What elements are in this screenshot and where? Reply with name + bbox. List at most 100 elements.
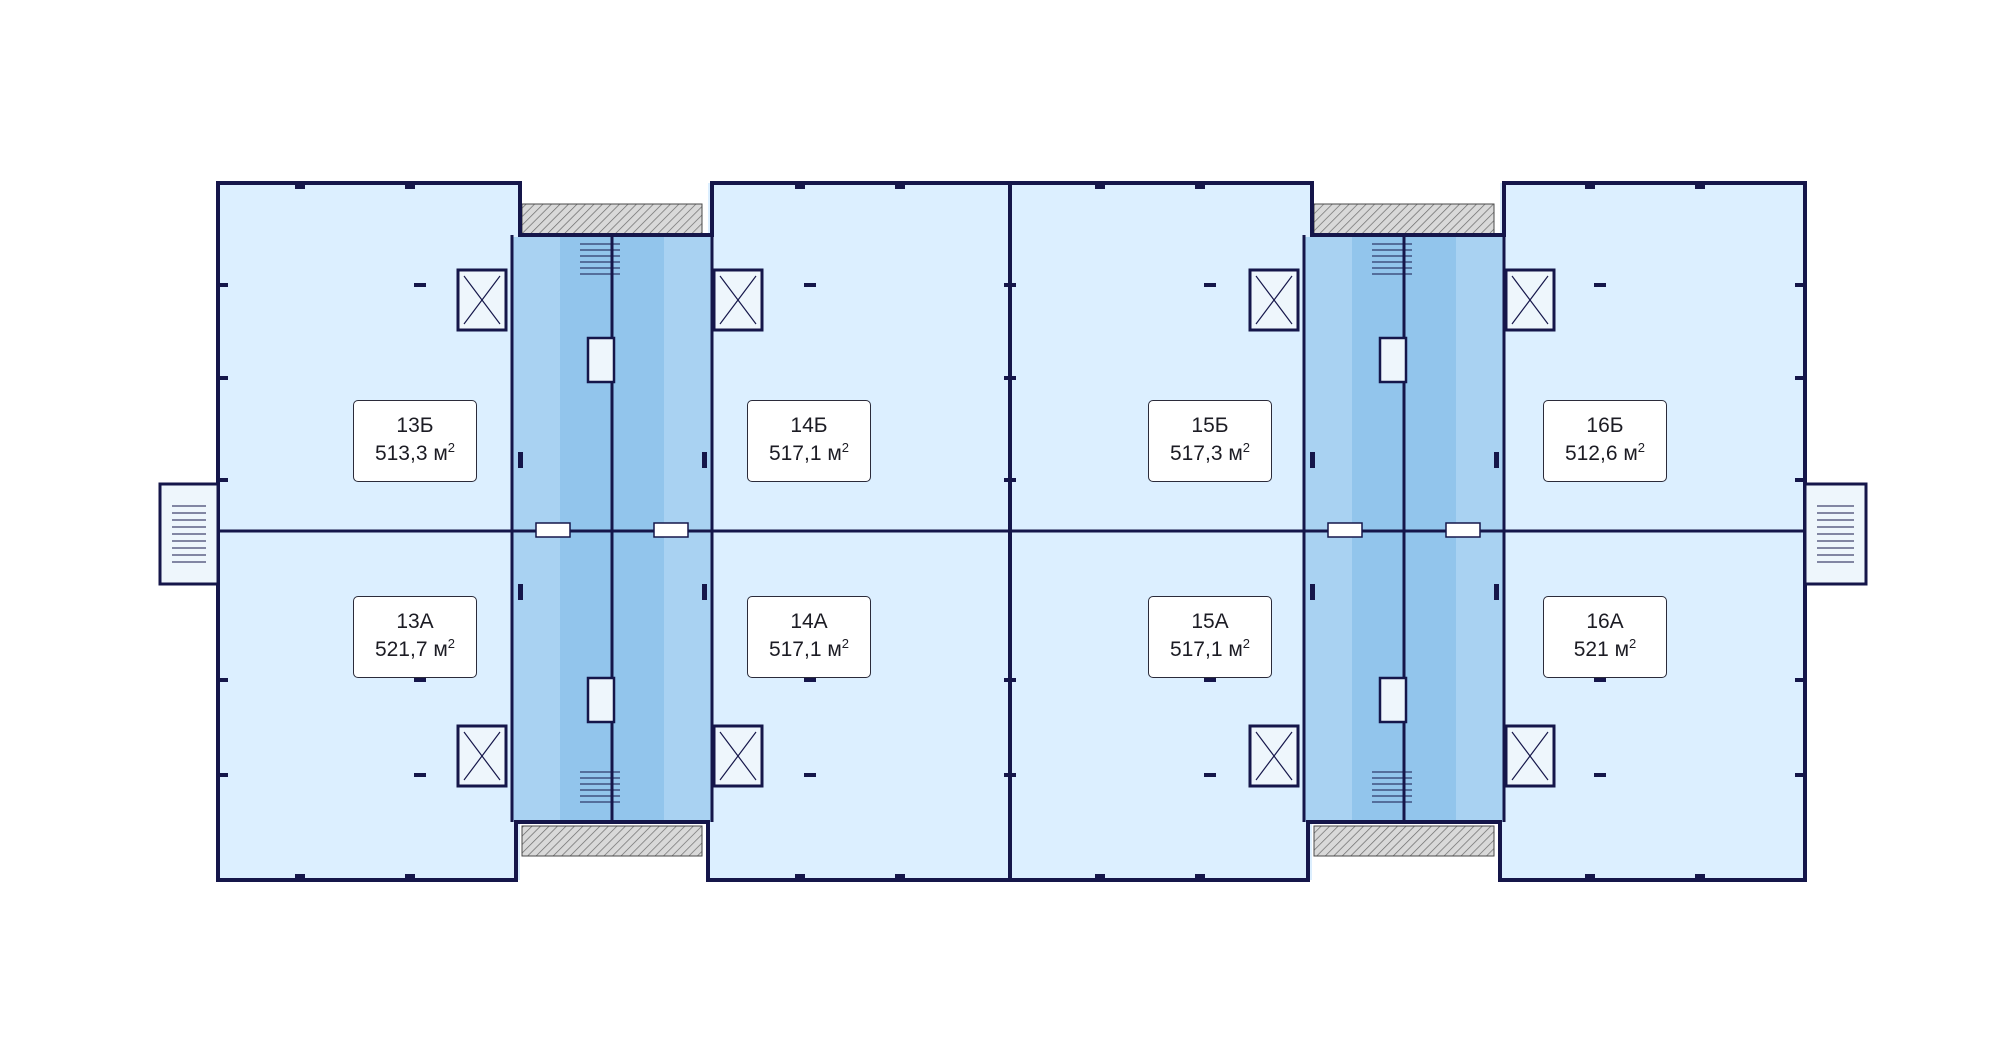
shaft-cross: [719, 731, 757, 781]
column: [414, 773, 426, 777]
shaft-cross: [463, 731, 501, 781]
column: [1004, 478, 1016, 482]
column: [218, 283, 228, 287]
column: [804, 773, 816, 777]
column: [1795, 478, 1805, 482]
column: [1585, 185, 1595, 189]
equipment-strip-top: [521, 203, 703, 235]
equipment-strip-bottom: [1313, 825, 1495, 857]
unit-id: 15А: [1191, 610, 1229, 633]
shaft-cross: [463, 275, 501, 325]
unit-label-16a[interactable]: 16А 521 м2: [1543, 596, 1667, 678]
unit-area: 517,3 м2: [1169, 440, 1251, 465]
unit-area: 513,3 м2: [374, 440, 456, 465]
column: [1095, 874, 1105, 878]
column: [518, 452, 523, 468]
column: [702, 452, 707, 468]
unit-area: 521 м2: [1573, 636, 1637, 661]
column: [895, 185, 905, 189]
walls: [216, 181, 1807, 882]
shaft-cross: [1255, 731, 1293, 781]
column: [405, 874, 415, 878]
column: [295, 185, 305, 189]
unit-area: 517,1 м2: [1169, 636, 1251, 661]
column: [1695, 185, 1705, 189]
unit-label-13b[interactable]: 13Б 513,3 м2: [353, 400, 477, 482]
column: [1310, 452, 1315, 468]
column: [414, 283, 426, 287]
lift-cabin: [1378, 336, 1408, 384]
column: [1695, 874, 1705, 878]
unit-label-16b[interactable]: 16Б 512,6 м2: [1543, 400, 1667, 482]
column: [1310, 584, 1315, 600]
shaft-cross: [1511, 731, 1549, 781]
column: [1204, 773, 1216, 777]
equipment-strip-top: [1313, 203, 1495, 235]
unit-id: 13А: [396, 610, 434, 633]
column: [804, 678, 816, 682]
lift-cabin: [586, 676, 616, 724]
column: [1195, 185, 1205, 189]
sanitary-block: [1445, 522, 1481, 538]
column: [1795, 376, 1805, 380]
column: [1004, 283, 1016, 287]
sanitary-block: [653, 522, 689, 538]
unit-id: 14Б: [790, 414, 828, 437]
unit-id: 14А: [790, 610, 828, 633]
shaft-cross: [1255, 275, 1293, 325]
column: [1594, 678, 1606, 682]
column: [1494, 584, 1499, 600]
column: [1795, 678, 1805, 682]
column: [795, 185, 805, 189]
lift-cabin: [586, 336, 616, 384]
unit-label-13a[interactable]: 13А 521,7 м2: [353, 596, 477, 678]
column: [1585, 874, 1595, 878]
column: [218, 376, 228, 380]
column: [1095, 185, 1105, 189]
column: [1004, 678, 1016, 682]
unit-label-15b[interactable]: 15Б 517,3 м2: [1148, 400, 1272, 482]
column: [1004, 773, 1016, 777]
sanitary-block: [1327, 522, 1363, 538]
column: [702, 584, 707, 600]
unit-label-14b[interactable]: 14Б 517,1 м2: [747, 400, 871, 482]
unit-id: 16Б: [1586, 414, 1624, 437]
column: [1594, 773, 1606, 777]
column: [218, 678, 228, 682]
shaft-cross: [1511, 275, 1549, 325]
lift-cabin: [1378, 676, 1408, 724]
column: [218, 773, 228, 777]
column: [218, 478, 228, 482]
unit-area: 517,1 м2: [768, 636, 850, 661]
column: [1204, 678, 1216, 682]
service-rooms: [158, 243, 1868, 803]
column: [518, 584, 523, 600]
unit-area: 512,6 м2: [1564, 440, 1646, 465]
outer-wall: [216, 181, 1807, 882]
column: [1795, 283, 1805, 287]
column: [1004, 376, 1016, 380]
column: [795, 874, 805, 878]
column: [1795, 773, 1805, 777]
equipment-strip-bottom: [521, 825, 703, 857]
column: [295, 874, 305, 878]
column: [414, 678, 426, 682]
column: [405, 185, 415, 189]
shaft-cross: [719, 275, 757, 325]
unit-id: 16А: [1586, 610, 1624, 633]
column: [1594, 283, 1606, 287]
unit-id: 15Б: [1191, 414, 1229, 437]
sanitary-block: [535, 522, 571, 538]
column: [1204, 283, 1216, 287]
unit-label-15a[interactable]: 15А 517,1 м2: [1148, 596, 1272, 678]
unit-area: 517,1 м2: [768, 440, 850, 465]
unit-id: 13Б: [396, 414, 434, 437]
unit-label-14a[interactable]: 14А 517,1 м2: [747, 596, 871, 678]
column: [804, 283, 816, 287]
column: [1195, 874, 1205, 878]
column: [1494, 452, 1499, 468]
unit-area: 521,7 м2: [374, 636, 456, 661]
column: [895, 874, 905, 878]
